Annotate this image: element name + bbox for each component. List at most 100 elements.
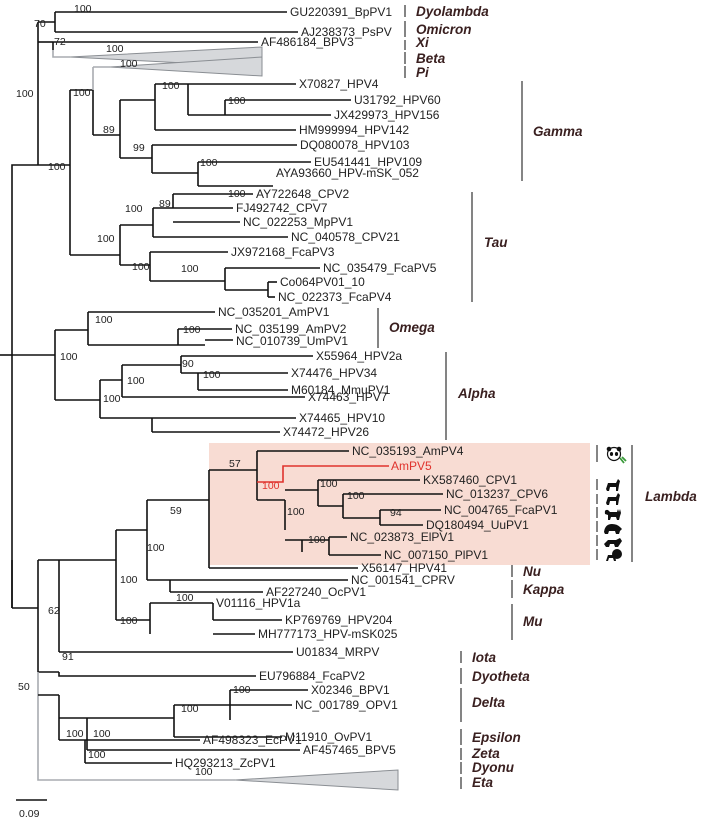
bootstrap-value: 100 [48, 161, 66, 173]
clade-label-beta: Beta [416, 51, 446, 66]
bootstrap-value: 62 [48, 605, 60, 617]
tip-label: NC_035479_FcaPV5 [323, 261, 437, 275]
tip-label: JX972168_FcaPV3 [231, 245, 335, 259]
tip-label: U31792_HPV60 [354, 93, 441, 107]
tip-label: X70827_HPV4 [299, 77, 379, 91]
tip-label: EU541441_HPV109 [314, 155, 422, 169]
bootstrap-value: 100 [233, 684, 251, 696]
clade-annotations: Dyolambda Omicron Xi Beta Pi Gamma Tau O… [377, 4, 697, 790]
bootstrap-value: 100 [74, 3, 92, 15]
tip-label: NC_013237_CPV6 [446, 487, 548, 501]
clade-label-nu: Nu [523, 564, 542, 579]
bootstrap-value: 100 [106, 43, 124, 55]
tip-label: NC_035199_AmPV2 [235, 322, 347, 336]
tip-label: X55964_HPV2a [316, 349, 402, 363]
clade-label-eta: Eta [472, 775, 494, 790]
bootstrap-value: 100 [132, 261, 150, 273]
tip-label: AYA93660_HPV-mSK_052 [276, 166, 419, 180]
tip-label: NC_022253_MpPV1 [243, 215, 353, 229]
clade-label-lambda: Lambda [645, 489, 697, 504]
bootstrap-value: 100 [88, 749, 106, 761]
bootstrap-value: 100 [120, 58, 138, 70]
bootstrap-value: 91 [62, 651, 74, 663]
bootstrap-value: 100 [162, 80, 180, 92]
tip-label: X56147_HPV41 [361, 561, 447, 575]
clade-label-dyonu: Dyonu [472, 760, 515, 775]
bootstrap-value: 99 [133, 142, 145, 154]
tip-label: NC_004765_FcaPV1 [444, 503, 558, 517]
tip-label: KP769769_HPV204 [285, 613, 393, 627]
clade-label-xi: Xi [415, 35, 429, 50]
lambda-highlight-box [209, 443, 590, 565]
bootstrap-value: 90 [182, 358, 194, 370]
cat-icon [604, 509, 621, 520]
tip-label: X74476_HPV34 [291, 366, 377, 380]
tip-label: NC_010739_UmPV1 [236, 334, 348, 348]
clade-label-delta: Delta [472, 695, 506, 710]
panda-icon [606, 446, 627, 464]
clade-label-pi: Pi [416, 65, 429, 80]
bootstrap-value: 100 [176, 592, 194, 604]
tip-label: HQ293213_ZcPV1 [175, 756, 276, 770]
clade-label-tau: Tau [484, 235, 508, 250]
bootstrap-value: 57 [229, 458, 241, 470]
tip-label: DQ080078_HPV103 [300, 138, 410, 152]
bootstrap-value: 89 [159, 198, 171, 210]
bootstrap-value: 100 [308, 534, 326, 546]
bootstrap-value: 100 [95, 314, 113, 326]
clade-label-dyolambda: Dyolambda [416, 4, 489, 19]
tip-label: KX587460_CPV1 [423, 473, 517, 487]
clade-label-dyotheta: Dyotheta [472, 669, 530, 684]
bootstrap-value: 72 [54, 36, 66, 48]
bootstrap-values: 100 70 72 100 100 100 100 100 89 99 100 … [16, 3, 402, 778]
bootstrap-value: 100 [203, 369, 221, 381]
clade-label-alpha: Alpha [457, 386, 496, 401]
tip-label: AF457465_BPV5 [303, 743, 396, 757]
bootstrap-value: 100 [228, 188, 246, 200]
tip-label: AF227240_OcPV1 [266, 585, 366, 599]
tip-label: NC_001541_CPRV [351, 573, 455, 587]
bear-icon [604, 524, 622, 534]
scale-bar-label: 0.09 [19, 808, 40, 820]
lion-icon [606, 549, 622, 561]
clade-label-omega: Omega [389, 320, 435, 335]
tip-label: X74463_HPV7 [308, 390, 388, 404]
tip-label: NC_035201_AmPV1 [218, 305, 330, 319]
bootstrap-value: 100 [127, 375, 145, 387]
dog-icon [606, 479, 620, 491]
tip-label: FJ492742_CPV7 [236, 201, 328, 215]
tip-label: JX429973_HPV156 [334, 108, 440, 122]
bootstrap-value: 100 [125, 203, 143, 215]
raccoon-icon [604, 538, 622, 547]
tip-label: AF498323_EcPV1 [203, 733, 302, 747]
tip-label: U01834_MRPV [296, 645, 379, 659]
tip-label: X02346_BPV1 [311, 683, 390, 697]
tip-label: AY722648_CPV2 [256, 187, 350, 201]
tip-label: V01116_HPV1a [216, 596, 301, 610]
bootstrap-value: 100 [93, 728, 111, 740]
branches [0, 11, 443, 781]
scale-bar: 0.09 [16, 799, 47, 820]
tip-label: DQ180494_UuPV1 [426, 518, 529, 532]
bootstrap-value: 100 [195, 766, 213, 778]
tip-label: X74472_HPV26 [283, 425, 369, 439]
tip-label: NC_022373_FcaPV4 [278, 290, 392, 304]
clade-label-iota: Iota [472, 650, 496, 665]
bootstrap-value: 100 [181, 263, 199, 275]
bootstrap-value: 100 [181, 703, 199, 715]
tip-label: Co064PV01_10 [280, 275, 365, 289]
clade-label-zeta: Zeta [471, 746, 500, 761]
clade-label-mu: Mu [523, 614, 543, 629]
bootstrap-value: 100 [320, 478, 338, 490]
clade-label-epsilon: Epsilon [472, 730, 521, 745]
bootstrap-value: 100 [183, 324, 201, 336]
tip-label: NC_040578_CPV21 [291, 230, 400, 244]
host-icons [596, 445, 627, 561]
tip-label: MH777173_HPV-mSK025 [258, 627, 398, 641]
bootstrap-value: 94 [390, 507, 402, 519]
tip-label: M11910_OvPV1 [285, 730, 372, 744]
tip-labels: GU220391_BpPV1 AJ238373_PsPV AF486184_BP… [175, 5, 558, 770]
tip-label: AF486184_BPV3 [261, 35, 354, 49]
bootstrap-value-highlighted: 100 [262, 480, 280, 492]
bootstrap-value: 100 [228, 95, 246, 107]
